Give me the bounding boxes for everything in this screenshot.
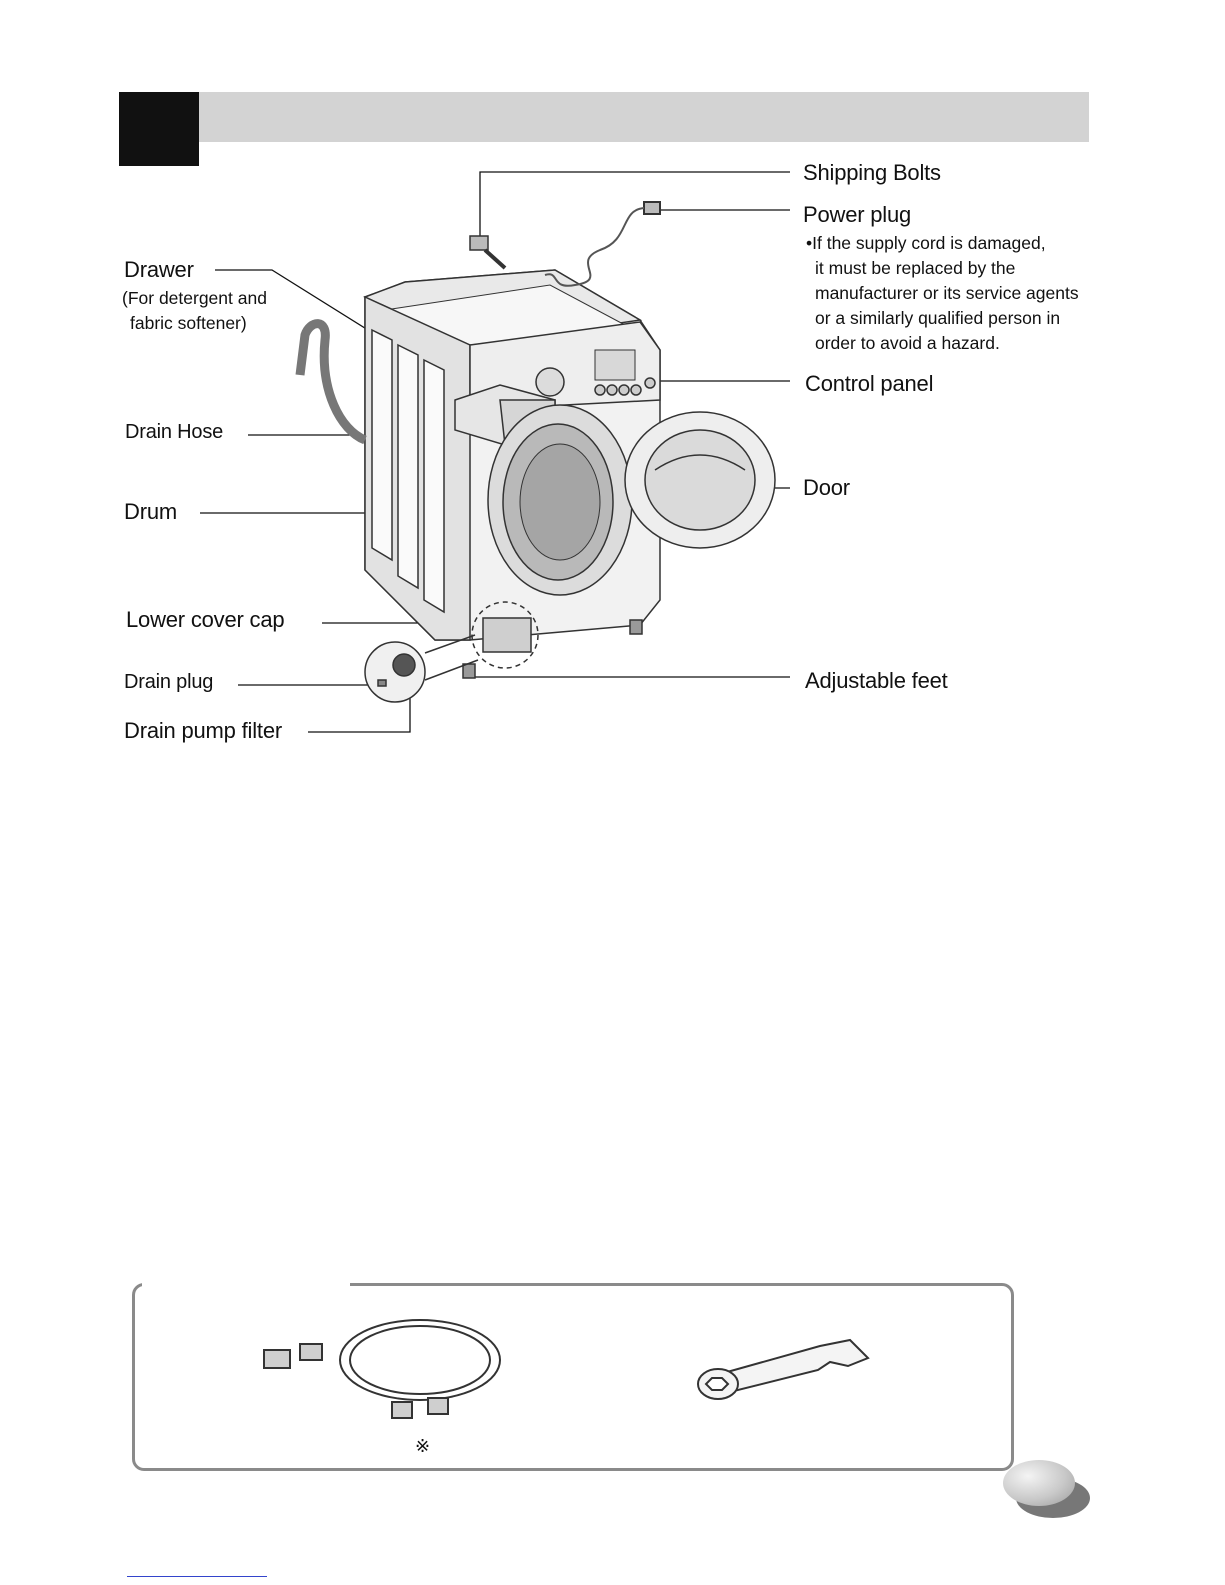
power-plug-note-line: it must be replaced by the: [815, 258, 1016, 278]
power-plug-note-line: or a similarly qualified person in: [815, 308, 1061, 328]
spanner-shape: [697, 1338, 870, 1400]
accessory-note-star: ※: [415, 1436, 431, 1456]
power-plug-shape: [544, 201, 661, 287]
leader-shipping-bolts: [479, 171, 790, 240]
inlet-hoses-shape: [263, 1319, 501, 1419]
label-drain-pump-filter: Drain pump filter: [124, 718, 282, 743]
label-door: Door: [803, 475, 850, 500]
label-drain-plug: Drain plug: [124, 671, 214, 693]
label-shipping-bolts: Shipping Bolts: [803, 160, 941, 185]
section-header-block: [119, 92, 199, 166]
shipping-bolt-shape: [469, 235, 507, 270]
door-shape: [644, 429, 756, 531]
accessories-box: [132, 1283, 1014, 1471]
label-control-panel: Control panel: [805, 371, 934, 396]
power-plug-note-line: order to avoid a hazard.: [815, 333, 1000, 353]
footer-link-underline: [127, 1576, 267, 1577]
label-drawer-sub-2: fabric softener): [130, 313, 247, 333]
power-plug-note-line: •If the supply cord is damaged,: [806, 233, 1046, 253]
label-drain-hose: Drain Hose: [125, 421, 224, 443]
accessories-box-tab-gap: [142, 1278, 350, 1288]
label-drum: Drum: [124, 499, 177, 524]
washer-body: [363, 269, 776, 679]
drain-hose-shape: [295, 319, 367, 445]
label-drawer: Drawer: [124, 257, 194, 282]
power-plug-note-line: manufacturer or its service agents: [815, 283, 1079, 303]
page-number-oval: [1003, 1460, 1075, 1506]
label-drawer-sub-1: (For detergent and: [122, 288, 267, 308]
label-adjustable-feet: Adjustable feet: [805, 668, 948, 693]
label-power-plug: Power plug: [803, 202, 912, 227]
power-plug-note: •If the supply cord is damaged, it must …: [806, 231, 1079, 356]
label-lower-cover-cap: Lower cover cap: [126, 607, 285, 632]
section-header-bar: [119, 92, 1089, 142]
